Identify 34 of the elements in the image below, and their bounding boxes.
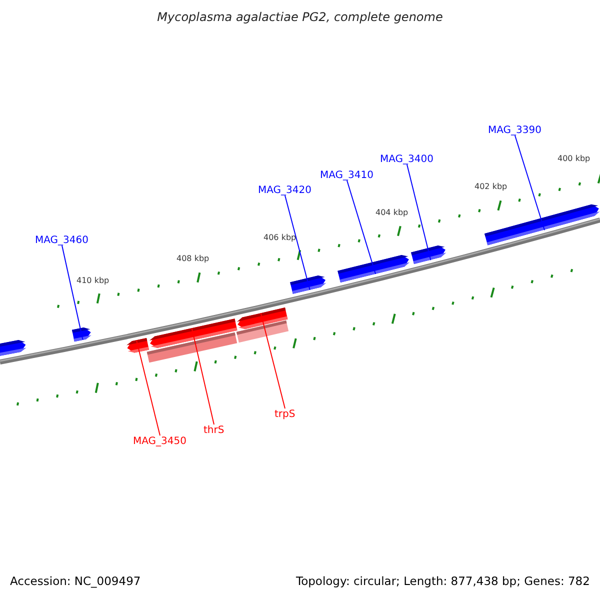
- gene-label: thrS: [204, 424, 224, 436]
- leader-line: [514, 135, 546, 231]
- leader-line: [406, 164, 432, 261]
- gene-label: MAG_3420: [258, 184, 312, 196]
- map-title: Mycoplasma agalactiae PG2, complete genome: [157, 10, 443, 24]
- footer-text: Topology: circular; Length: 877,438 bp; Genes: 782: [296, 574, 590, 588]
- leader-line: [191, 328, 214, 425]
- gene-label: MAG_3450: [133, 436, 186, 446]
- gene-block: [126, 338, 150, 355]
- leader-line: [260, 312, 286, 409]
- leader-line: [346, 180, 376, 274]
- gene-label: MAG_3460: [35, 234, 88, 246]
- gene-block: [338, 254, 410, 283]
- gene-label: trpS: [274, 408, 296, 420]
- leader-line: [284, 195, 310, 290]
- gene-block: [72, 326, 92, 342]
- leader-line: [136, 340, 160, 436]
- gene-block: [0, 338, 28, 357]
- gene-block: [236, 307, 288, 330]
- gene-block: [148, 319, 238, 350]
- leader-line: [62, 245, 84, 340]
- scale-label: 400 kbp: [558, 154, 590, 162]
- gene-label: MAG_3400: [380, 154, 434, 164]
- scale-label: 408 kbp: [176, 254, 210, 262]
- gene-block: [290, 274, 327, 294]
- gene-label: MAG_3410: [320, 170, 374, 180]
- gene-block: [411, 244, 448, 264]
- gene-label: MAG_3390: [488, 124, 542, 136]
- footer-text: Accession: NC_009497: [10, 574, 141, 588]
- gene-block: [484, 203, 600, 246]
- scale-label: 404 kbp: [376, 208, 408, 216]
- scale-label: 410 kbp: [76, 276, 110, 284]
- scale-label: 406 kbp: [264, 232, 296, 242]
- scale-label: 402 kbp: [474, 182, 508, 190]
